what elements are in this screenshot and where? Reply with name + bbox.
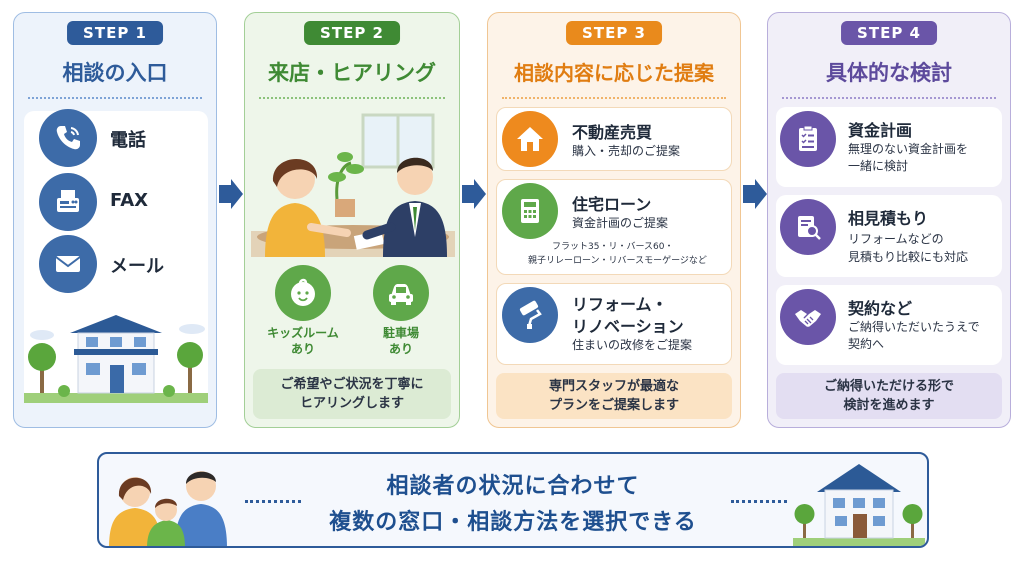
funding-plan-sub2: 一緒に検討: [848, 159, 909, 173]
parking-label: 駐車場: [382, 326, 419, 340]
kids-room-label: キッズルーム: [267, 326, 339, 340]
step4-title: 具体的な検討: [826, 61, 952, 85]
summary-left-dots: [245, 500, 301, 503]
step1-title: 相談の入口: [62, 61, 168, 85]
kids-room-available: あり: [290, 342, 315, 356]
summary-line1: 相談者の状況に合わせて: [386, 474, 640, 499]
real-estate-title: 不動産売買: [572, 123, 653, 142]
channel-fax-label: FAX: [110, 190, 149, 211]
step4-note: ご納得いただける形で 検討を進めます: [776, 373, 1002, 419]
funding-plan-sub1: 無理のない資金計画を: [848, 142, 969, 156]
house-icon: [502, 111, 558, 167]
step2-title: 来店・ヒアリング: [268, 61, 436, 85]
step4-note-line1: ご納得いただける形で: [823, 379, 954, 394]
renovation-sub: 住まいの改修をご提案: [572, 338, 693, 352]
step2-badge: STEP 2: [304, 21, 400, 45]
step1-badge: STEP 1: [67, 21, 163, 45]
contract-title: 契約など: [848, 299, 913, 318]
parking-available: あり: [388, 342, 413, 356]
step4-panel: STEP 4 具体的な検討 資金計画 無理のない資金計画を 一緒に検討 相見積も…: [767, 12, 1011, 428]
step3-badge: STEP 3: [566, 21, 662, 45]
loan-types-line1: フラット35・リ・バース60・: [552, 242, 674, 252]
car-icon: [373, 265, 429, 321]
baby-face-icon: [275, 265, 331, 321]
step4-divider: [782, 97, 996, 99]
fax-icon: [39, 173, 97, 231]
contract-sub1: ご納得いただいたうえで: [848, 320, 980, 334]
document-search-icon: [780, 199, 836, 255]
summary-right-dots: [731, 500, 787, 503]
renovation-title-line1: リフォーム・: [572, 295, 668, 314]
handshake-icon: [780, 289, 836, 345]
phone-icon: [39, 109, 97, 167]
housing-loan-sub: 資金計画のご提案: [572, 216, 669, 230]
funding-plan-title: 資金計画: [848, 121, 913, 140]
comparative-estimate-title: 相見積もり: [848, 209, 929, 228]
summary-banner: 相談者の状況に合わせて 複数の窓口・相談方法を選択できる: [97, 452, 929, 548]
calculator-icon: [502, 183, 558, 239]
step1-panel: STEP 1 相談の入口 電話 FAX メール: [13, 12, 217, 428]
step3-note-line2: プランをご提案します: [548, 398, 679, 413]
comparative-estimate-sub2: 見積もり比較にも対応: [848, 250, 969, 264]
step2-note-line1: ご希望やご状況を丁寧に: [280, 377, 424, 392]
flow-arrow-2: [462, 179, 486, 209]
summary-line2: 複数の窓口・相談方法を選択できる: [329, 510, 697, 535]
step3-divider: [502, 97, 726, 99]
summary-house-illustration: [793, 464, 925, 546]
loan-types-line2: 親子リレーローン・リバースモーゲージなど: [528, 256, 707, 266]
channel-phone-label: 電話: [110, 130, 146, 151]
flow-arrow-3: [743, 179, 767, 209]
channel-mail-label: メール: [110, 256, 164, 277]
house-illustration: [24, 315, 208, 403]
step2-note: ご希望やご状況を丁寧に ヒアリングします: [253, 369, 451, 419]
step2-panel: STEP 2 来店・ヒアリング キッズルーム あり 駐車場 あり ご希望やご状況…: [244, 12, 460, 428]
step2-note-line2: ヒアリングします: [299, 396, 404, 411]
mail-icon: [39, 235, 97, 293]
paint-roller-icon: [502, 287, 558, 343]
consultation-illustration: [251, 113, 455, 257]
renovation-title-line2: リノベーション: [572, 317, 684, 336]
step3-note: 専門スタッフが最適な プランをご提案します: [496, 373, 732, 419]
step4-badge: STEP 4: [841, 21, 937, 45]
real-estate-sub: 購入・売却のご提案: [572, 144, 681, 158]
step2-divider: [259, 97, 445, 99]
step4-note-line2: 検討を進めます: [843, 398, 935, 413]
step3-panel: STEP 3 相談内容に応じた提案 不動産売買 購入・売却のご提案 住宅ローン …: [487, 12, 741, 428]
flow-arrow-1: [219, 179, 243, 209]
family-illustration: [109, 471, 227, 546]
checklist-icon: [780, 111, 836, 167]
step1-divider: [28, 97, 202, 99]
contract-sub2: 契約へ: [848, 337, 885, 351]
step3-title: 相談内容に応じた提案: [514, 61, 714, 85]
housing-loan-title: 住宅ローン: [572, 195, 652, 214]
comparative-estimate-sub1: リフォームなどの: [848, 232, 944, 246]
step3-note-line1: 専門スタッフが最適な: [548, 379, 679, 394]
